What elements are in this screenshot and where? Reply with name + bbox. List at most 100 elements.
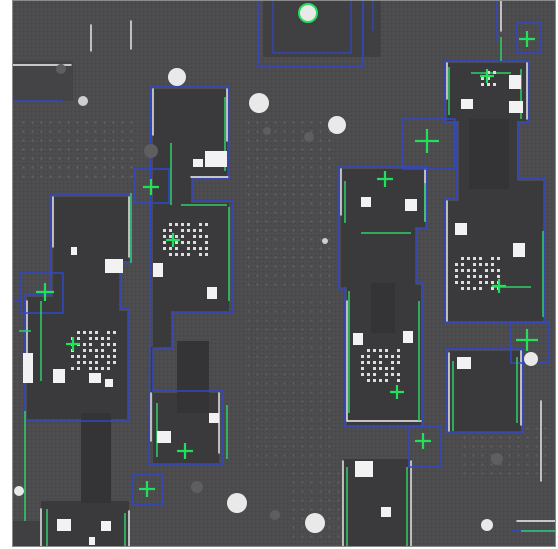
- plus-crosshair-icon: [36, 283, 54, 301]
- bga-pad: [485, 281, 488, 284]
- bga-pad: [379, 355, 382, 358]
- bga-pad: [397, 373, 400, 376]
- bga-pad: [397, 349, 400, 352]
- bga-pad: [385, 355, 388, 358]
- bga-pad: [101, 355, 104, 358]
- bga-pad: [89, 367, 92, 370]
- bga-pad: [181, 223, 184, 226]
- bga-pad: [379, 349, 382, 352]
- bga-pad: [163, 247, 166, 250]
- bga-pad: [479, 287, 482, 290]
- bga-pad: [175, 241, 178, 244]
- bga-pad: [367, 355, 370, 358]
- bga-pad: [181, 253, 184, 256]
- bga-pad: [497, 269, 500, 272]
- bga-pad: [487, 83, 490, 86]
- plus-crosshair-icon: [66, 337, 80, 351]
- bga-pad: [479, 281, 482, 284]
- bga-pad: [107, 343, 110, 346]
- bga-pad: [497, 275, 500, 278]
- bga-pad: [169, 235, 172, 238]
- bga-pad: [367, 379, 370, 382]
- bga-pad: [379, 361, 382, 364]
- bga-pad: [95, 337, 98, 340]
- bga-pad: [193, 241, 196, 244]
- bga-pad: [77, 361, 80, 364]
- bga-pad: [89, 343, 92, 346]
- bga-pad: [491, 269, 494, 272]
- bga-pad: [187, 229, 190, 232]
- bga-pad: [83, 331, 86, 334]
- bga-pad: [361, 355, 364, 358]
- bga-pad: [491, 281, 494, 284]
- bga-pad: [101, 349, 104, 352]
- bga-pad: [113, 355, 116, 358]
- bga-pad: [385, 373, 388, 376]
- bga-pad: [205, 235, 208, 238]
- plus-crosshair-icon: [492, 279, 506, 293]
- bga-pad: [113, 331, 116, 334]
- bga-pad: [461, 269, 464, 272]
- bga-pad: [455, 269, 458, 272]
- bga-pad: [187, 241, 190, 244]
- bga-pad: [113, 343, 116, 346]
- bga-pad: [89, 337, 92, 340]
- bga-pad: [77, 331, 80, 334]
- bga-pad: [169, 223, 172, 226]
- bga-pad: [89, 331, 92, 334]
- plus-crosshair-icon: [480, 69, 494, 83]
- bga-pad: [385, 349, 388, 352]
- bga-pad: [491, 287, 494, 290]
- bga-pad: [163, 235, 166, 238]
- bga-pad: [461, 281, 464, 284]
- bga-pad: [493, 71, 496, 74]
- bga-pad: [361, 361, 364, 364]
- bga-pad: [397, 379, 400, 382]
- bga-pad: [485, 275, 488, 278]
- bga-pad: [193, 247, 196, 250]
- bga-pad: [169, 229, 172, 232]
- bga-pad: [373, 349, 376, 352]
- bga-pad: [181, 235, 184, 238]
- bga-pad: [95, 355, 98, 358]
- solder-features: [23, 75, 525, 545]
- bga-pad: [181, 241, 184, 244]
- bga-pad: [455, 281, 458, 284]
- bga-pad: [373, 379, 376, 382]
- bga-pad: [169, 253, 172, 256]
- plus-crosshair-icon: [516, 329, 538, 351]
- plus-crosshair-icon: [377, 171, 393, 187]
- bga-pad: [205, 241, 208, 244]
- bga-pad: [361, 367, 364, 370]
- bga-pad: [487, 77, 490, 80]
- bga-pad: [205, 223, 208, 226]
- bga-pad: [361, 373, 364, 376]
- bga-pad: [491, 257, 494, 260]
- bga-pad: [455, 275, 458, 278]
- bga-pad: [205, 247, 208, 250]
- plus-crosshair-icon: [166, 233, 180, 247]
- via-field: [241, 121, 336, 291]
- fiducial-markers: [36, 31, 538, 497]
- bga-pad: [83, 361, 86, 364]
- bga-pad: [193, 235, 196, 238]
- bga-pad: [175, 247, 178, 250]
- bga-pad: [467, 287, 470, 290]
- bga-pad: [473, 287, 476, 290]
- bga-pad: [391, 373, 394, 376]
- bga-pad: [101, 337, 104, 340]
- bga-clusters: [71, 71, 500, 382]
- bga-pad: [181, 229, 184, 232]
- bga-pad: [479, 257, 482, 260]
- bga-pad: [485, 263, 488, 266]
- bga-pad: [367, 361, 370, 364]
- top-connector: [258, 1, 381, 68]
- bga-pad: [467, 269, 470, 272]
- bga-pad: [373, 361, 376, 364]
- image-frame[interactable]: [12, 0, 556, 547]
- bga-pad: [107, 355, 110, 358]
- via-field: [241, 301, 331, 471]
- bga-pad: [107, 367, 110, 370]
- bga-pad: [461, 263, 464, 266]
